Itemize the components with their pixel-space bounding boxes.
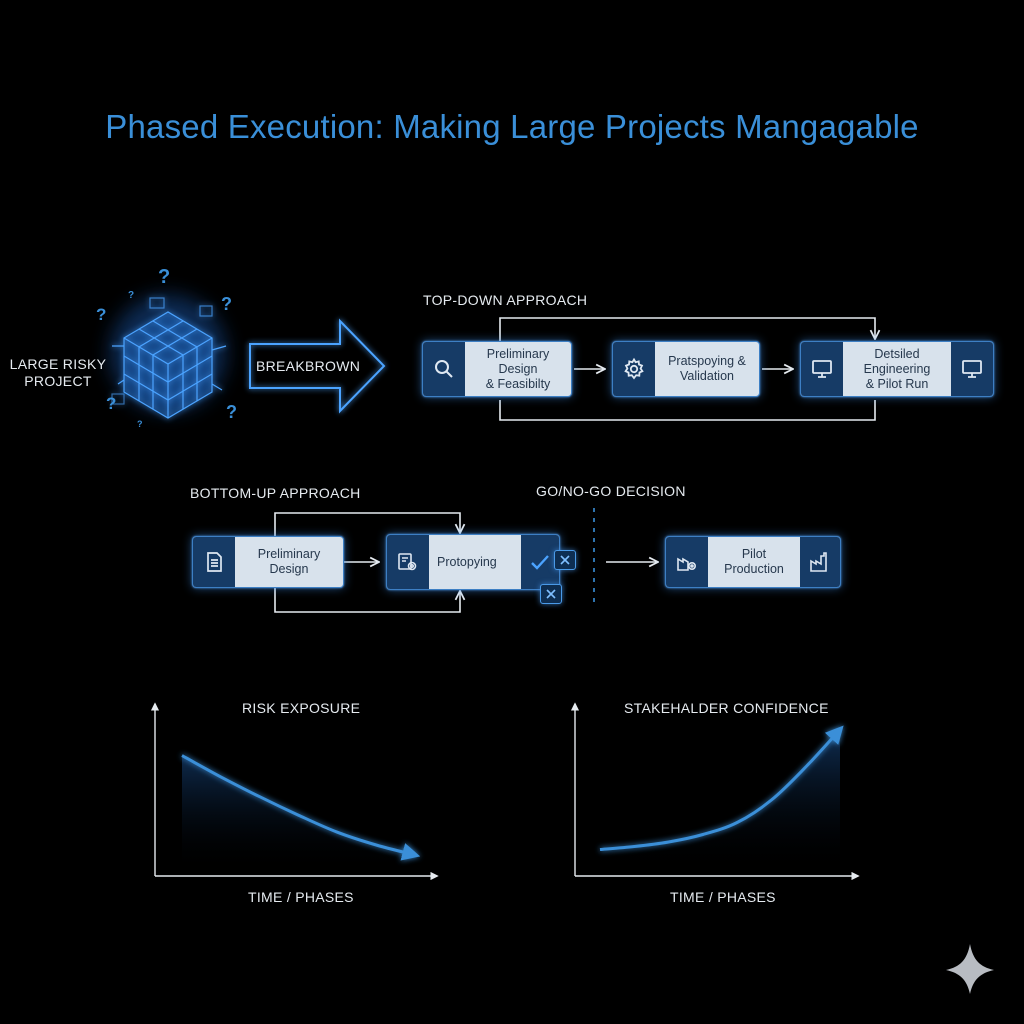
sparkle-logo-icon (946, 944, 994, 994)
top-down-heading: TOP-DOWN APPROACH (423, 292, 588, 308)
step-prototyping[interactable]: Protopying (386, 534, 560, 590)
monitor-icon (801, 342, 843, 396)
risk-chart-title: RISK EXPOSURE (242, 700, 361, 716)
top-down-connectors (499, 317, 875, 421)
project-label-line1: LARGE RISKY (9, 356, 107, 372)
diagram-title: Phased Execution: Making Large Projects … (105, 108, 919, 145)
factory-icon (800, 537, 840, 587)
step-label: Detsiled Engineering& Pilot Run (863, 346, 931, 391)
step-label: Protopying (437, 554, 497, 569)
gear-icon (613, 342, 655, 396)
step-label: Preliminary Design& Feasibilty (485, 346, 551, 391)
confidence-chart-xlabel: TIME / PHASES (670, 889, 776, 905)
question-mark-icon: ? (128, 290, 134, 301)
go-no-go-label: GO/NO-GO DECISION (536, 483, 686, 499)
step-preliminary-design[interactable]: Preliminary Design (192, 536, 344, 588)
question-mark-icon: ? (158, 266, 170, 288)
project-label: LARGE RISKY PROJECT (8, 356, 108, 390)
question-mark-icon: ? (96, 305, 106, 324)
reject-x-icon (540, 584, 562, 604)
question-mark-icon: ? (137, 419, 143, 429)
reject-x-icon (554, 550, 576, 570)
question-mark-icon: ? (221, 294, 232, 314)
confidence-line (599, 725, 844, 851)
monitor-icon (951, 342, 993, 396)
breakdown-label: BREAKBROWN (256, 358, 361, 374)
step-label: Pilot Production (724, 547, 784, 576)
document-icon (193, 537, 235, 587)
step-preliminary-design-feasibility[interactable]: Preliminary Design& Feasibilty (422, 341, 572, 397)
risk-area (182, 755, 415, 872)
confidence-chart-title: STAKEHALDER CONFIDENCE (624, 700, 829, 716)
confidence-chart-axes (570, 702, 860, 881)
bottom-up-heading: BOTTOM-UP APPROACH (190, 485, 361, 501)
confidence-area (600, 729, 840, 872)
wireframe-cube-icon (110, 295, 227, 419)
risk-chart-xlabel: TIME / PHASES (248, 889, 354, 905)
step-pilot-production[interactable]: Pilot Production (665, 536, 841, 588)
step-label: Preliminary Design (257, 547, 321, 576)
breakdown-arrow (249, 318, 386, 414)
step-label: Pratspoying &Validation (668, 354, 746, 383)
risk-line (181, 754, 421, 861)
bottom-up-connectors (274, 512, 657, 613)
checkmark-icon (521, 535, 559, 589)
step-prototyping-validation[interactable]: Pratspoying &Validation (612, 341, 760, 397)
factory-gear-icon (666, 537, 708, 587)
question-mark-icon: ? (106, 394, 116, 413)
magnifier-icon (423, 342, 465, 396)
question-mark-icon: ? (226, 402, 237, 422)
risk-chart-axes (150, 702, 439, 881)
prototype-gear-icon (387, 535, 429, 589)
project-label-line2: PROJECT (24, 373, 92, 389)
step-detailed-engineering-pilot-run[interactable]: Detsiled Engineering& Pilot Run (800, 341, 994, 397)
question-marks: ? ? ? ? ? ? ? (96, 266, 237, 429)
